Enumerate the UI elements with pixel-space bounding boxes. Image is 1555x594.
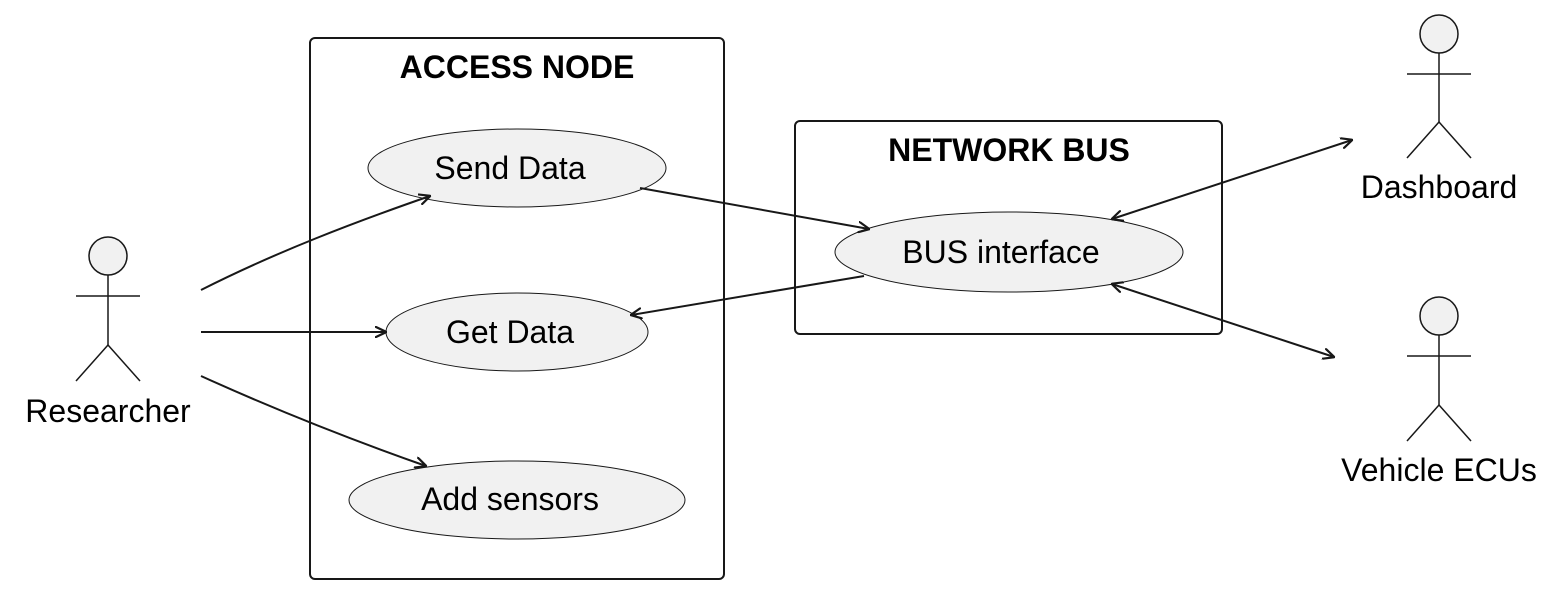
usecase-send-data-shape: [367, 128, 667, 208]
usecase-get-data-label: Get Data: [446, 314, 574, 350]
usecase-get-data: Get Data: [385, 292, 649, 372]
actor-vehicle-ecus-right-leg: [1438, 404, 1472, 442]
usecase-bus-interface: BUS interface: [834, 211, 1184, 293]
edge-bus-interface-vehicle-ecus: [1112, 284, 1334, 357]
edge-researcher-add-sensors: [200, 375, 426, 466]
actor-dashboard-left-leg: [1406, 121, 1440, 159]
actor-dashboard-label: Dashboard: [1361, 169, 1518, 205]
usecase-bus-interface-shape: [834, 211, 1184, 293]
package-network-bus-title: NETWORK BUS: [888, 132, 1130, 168]
actor-dashboard-right-leg: [1438, 121, 1472, 159]
package-access-node-title: ACCESS NODE: [400, 49, 635, 85]
usecase-send-data: Send Data: [367, 128, 667, 208]
usecase-send-data-label: Send Data: [434, 150, 585, 186]
usecase-add-sensors-shape: [348, 460, 686, 540]
actor-vehicle-ecus-head: [1419, 296, 1459, 336]
actor-vehicle-ecus-label: Vehicle ECUs: [1341, 452, 1537, 488]
edge-researcher-send-data: [200, 196, 430, 291]
actor-vehicle-ecus: Vehicle ECUs: [1341, 296, 1537, 488]
usecase-bus-interface-label: BUS interface: [902, 234, 1099, 270]
actor-dashboard: Dashboard: [1361, 14, 1518, 205]
actor-vehicle-ecus-left-leg: [1406, 404, 1440, 442]
actor-dashboard-head: [1419, 14, 1459, 54]
edge-bus-interface-get-data: [631, 275, 865, 315]
edge-send-data-bus-interface: [639, 187, 869, 229]
usecase-add-sensors-label: Add sensors: [421, 481, 599, 517]
actor-researcher-label: Researcher: [25, 393, 191, 429]
actor-researcher-left-leg: [75, 344, 109, 382]
actor-researcher-right-leg: [107, 344, 141, 382]
usecase-add-sensors: Add sensors: [348, 460, 686, 540]
actor-researcher-head: [88, 236, 128, 276]
actor-researcher: Researcher: [25, 236, 191, 429]
edge-bus-interface-dashboard: [1112, 140, 1352, 219]
